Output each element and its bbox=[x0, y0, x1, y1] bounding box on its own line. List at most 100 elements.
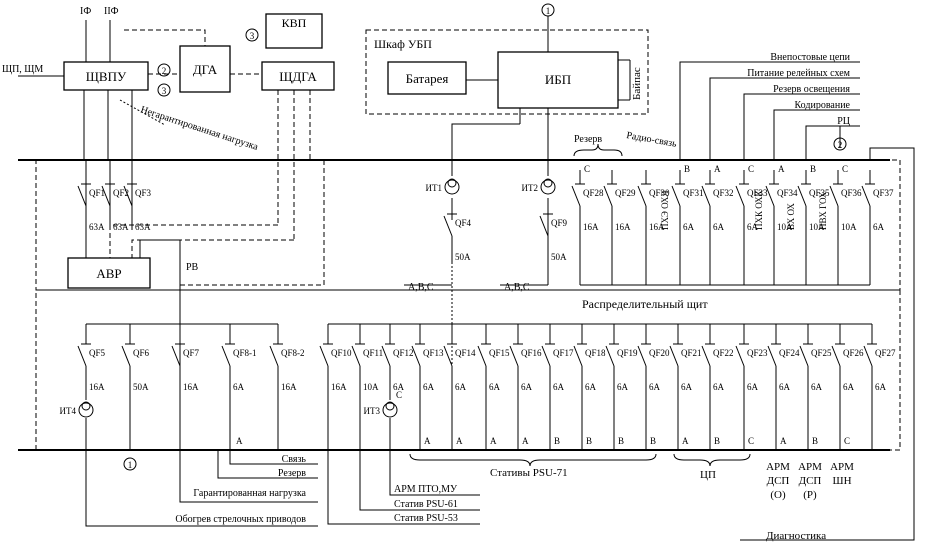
distribution-board-label: Распределительный щит bbox=[582, 297, 708, 311]
bottom-breaker-name-8: QF13 bbox=[423, 348, 444, 358]
bottom-left-output-1: Резерв bbox=[278, 468, 306, 479]
bottom-mid-output-0: АРМ ПТО,МУ bbox=[394, 484, 458, 495]
transformer-label-1: ИТ2 bbox=[522, 183, 539, 193]
arm-2-l1: АРМ bbox=[830, 461, 854, 473]
bottom-breaker-rating-21: 6А bbox=[843, 382, 855, 392]
bottom-breaker-rating-12: 6А bbox=[553, 382, 565, 392]
bottom-phase-2: А bbox=[490, 436, 497, 446]
bottom-phase-12: В bbox=[812, 436, 818, 446]
top-breaker-name-7: QF30 bbox=[649, 188, 670, 198]
bottom-phase-1: А bbox=[456, 436, 463, 446]
reserve-top-label: Резерв bbox=[574, 134, 602, 145]
bottom-phase-9: В bbox=[714, 436, 720, 446]
bottom-phase-3: А bbox=[522, 436, 529, 446]
top-breaker-name-10: QF33 bbox=[747, 188, 768, 198]
schdga-box bbox=[261, 61, 335, 91]
rv-label: РВ bbox=[186, 262, 199, 273]
marker-2-left bbox=[157, 63, 171, 77]
vertical-label-0: ПХЭ ОХЛ bbox=[660, 191, 670, 230]
bottom-breaker-13: QF18 6А bbox=[573, 330, 606, 450]
top-breaker-name-14: QF37 bbox=[873, 188, 894, 198]
bottom-breaker-name-15: QF20 bbox=[649, 348, 670, 358]
bottom-breaker-name-13: QF18 bbox=[585, 348, 606, 358]
schdga-label: ЩДГА bbox=[279, 69, 317, 84]
bottom-breaker-rating-13: 6А bbox=[585, 382, 597, 392]
top-breaker-rating-9: 6А bbox=[713, 222, 725, 232]
bottom-breaker-name-22: QF27 bbox=[875, 348, 896, 358]
transformer-label-0: ИТ1 bbox=[426, 183, 443, 193]
top-breaker-name-11: QF34 bbox=[777, 188, 798, 198]
bottom-breaker-name-0: QF5 bbox=[89, 348, 106, 358]
schvpu-box bbox=[63, 61, 149, 91]
marker-2-right-text: 2 bbox=[838, 140, 843, 150]
bottom-breaker-name-16: QF21 bbox=[681, 348, 702, 358]
top-breaker-rating-8: 6А bbox=[683, 222, 695, 232]
top-breaker-name-1: QF2 bbox=[113, 188, 129, 198]
top-breaker-rating-0: 63А bbox=[89, 222, 105, 232]
top-breaker-name-0: QF1 bbox=[89, 188, 105, 198]
bottom-breaker-rating-9: 6А bbox=[455, 382, 467, 392]
right-output-2: Резерв освещения bbox=[773, 84, 850, 95]
bottom-breaker-18: QF23 6А bbox=[735, 330, 768, 450]
avr-box bbox=[67, 257, 151, 289]
right-output-1: Питание релейных схем bbox=[747, 68, 850, 79]
ups-cabinet-label: Шкаф УБП bbox=[374, 37, 432, 51]
bottom-breaker-name-18: QF23 bbox=[747, 348, 768, 358]
qf12-phase: С bbox=[396, 390, 402, 400]
top-breaker-name-13: QF36 bbox=[841, 188, 862, 198]
bottom-breaker-name-12: QF17 bbox=[553, 348, 574, 358]
marker-1-bottom bbox=[123, 457, 137, 471]
bottom-mid-output-1: Статив PSU-61 bbox=[394, 499, 458, 510]
bottom-breaker-rating-6: 10А bbox=[363, 382, 379, 392]
bottom-breaker-15: QF20 6А bbox=[637, 330, 670, 450]
bottom-breaker-name-10: QF15 bbox=[489, 348, 510, 358]
top-breaker-name-4: QF9 bbox=[551, 218, 568, 228]
bottom-breaker-rating-7: 6А bbox=[393, 382, 405, 392]
qf8-phase: А bbox=[236, 436, 243, 446]
marker-1-top bbox=[541, 3, 555, 17]
marker-1-bottom-text: 1 bbox=[128, 460, 133, 470]
bottom-breaker-rating-15: 6А bbox=[649, 382, 661, 392]
transformer-label-3: ИТ4 bbox=[60, 406, 77, 416]
tsp-label: ЦП bbox=[700, 469, 716, 481]
equipment-boxes: ЩВПУ ДГА ЩДГА КВП АВР Батарея ИБП Шкаф У… bbox=[63, 13, 643, 289]
bottom-breaker-rating-18: 6А bbox=[747, 382, 759, 392]
bottom-mid-output-2: Статив PSU-53 bbox=[394, 513, 458, 524]
avr-label: АВР bbox=[96, 266, 121, 281]
radio-label: Радио-связь bbox=[625, 130, 677, 150]
abc-left-label: А,В,С bbox=[408, 282, 434, 293]
bottom-breakers: QF516АQF650АQF716АQF8-16АQF8-216АQF1016А… bbox=[77, 323, 896, 450]
battery-label: Батарея bbox=[406, 71, 449, 86]
bottom-left-output-3: Обогрев стрелочных приводов bbox=[175, 514, 306, 525]
marker-2-left-text: 2 bbox=[162, 66, 167, 76]
marker-3-left-text: 3 bbox=[162, 86, 167, 96]
transformer-label-2: ИТ3 bbox=[364, 406, 381, 416]
ups-cabinet-outline bbox=[365, 29, 649, 115]
abc-right-label: А,В,С bbox=[504, 282, 530, 293]
bottom-breaker-rating-11: 6А bbox=[521, 382, 533, 392]
bottom-breaker-rating-4: 16А bbox=[281, 382, 297, 392]
input-f2: IIФ bbox=[104, 6, 119, 17]
bottom-phase-7: В bbox=[650, 436, 656, 446]
top-breaker-0: QF1 63А bbox=[77, 170, 105, 232]
diagnostics-label: Диагностика bbox=[766, 530, 826, 542]
